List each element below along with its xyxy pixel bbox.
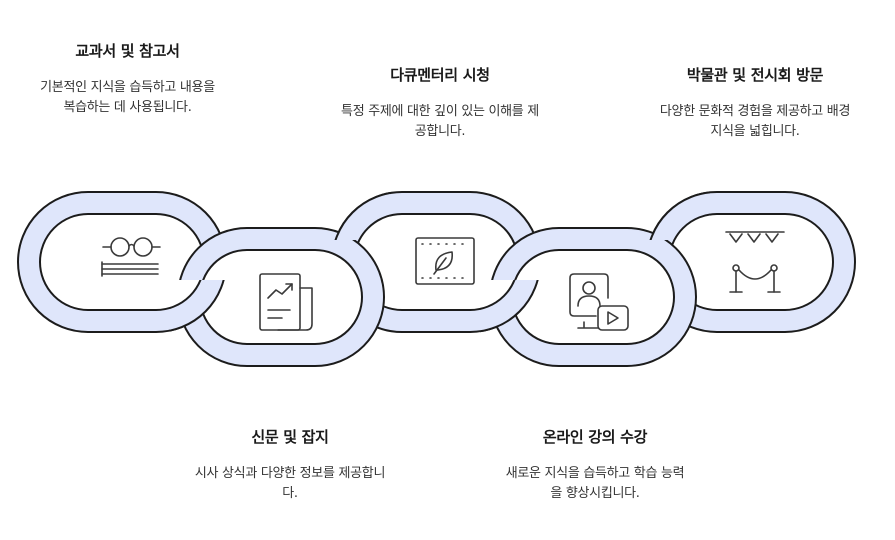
label-textbooks: 교과서 및 참고서 기본적인 지식을 습득하고 내용을 복습하는 데 사용됩니다…: [20, 40, 235, 118]
label-title: 박물관 및 전시회 방문: [686, 66, 824, 84]
label-online-course: 온라인 강의 수강 새로운 지식을 습득하고 학습 능력을 향상시킵니다.: [485, 426, 705, 504]
film-leaf-icon: [415, 237, 475, 285]
label-documentary: 다큐멘터리 시청 특정 주제에 대한 깊이 있는 이해를 제공합니다.: [330, 64, 550, 142]
museum-rope-icon: [725, 231, 785, 293]
label-desc: 시사 상식과 다양한 정보를 제공합니다.: [194, 466, 386, 501]
glasses-book-icon: [101, 237, 161, 277]
label-desc: 새로운 지식을 습득하고 학습 능력을 향상시킵니다.: [505, 466, 685, 501]
video-lecture-icon: [569, 273, 629, 331]
label-museum: 박물관 및 전시회 방문 다양한 문화적 경험을 제공하고 배경지식을 넓힙니다…: [635, 64, 875, 142]
label-desc: 특정 주제에 대한 깊이 있는 이해를 제공합니다.: [341, 104, 539, 139]
newspaper-chart-icon: [259, 273, 313, 331]
label-title: 다큐멘터리 시청: [390, 66, 490, 84]
label-title: 신문 및 잡지: [251, 428, 329, 446]
label-title: 온라인 강의 수강: [542, 428, 648, 446]
label-desc: 다양한 문화적 경험을 제공하고 배경지식을 넓힙니다.: [659, 104, 851, 139]
label-desc: 기본적인 지식을 습득하고 내용을 복습하는 데 사용됩니다.: [40, 80, 215, 115]
chain-overlaps: [170, 191, 710, 333]
label-newspaper: 신문 및 잡지 시사 상식과 다양한 정보를 제공합니다.: [180, 426, 400, 504]
label-title: 교과서 및 참고서: [75, 42, 180, 60]
